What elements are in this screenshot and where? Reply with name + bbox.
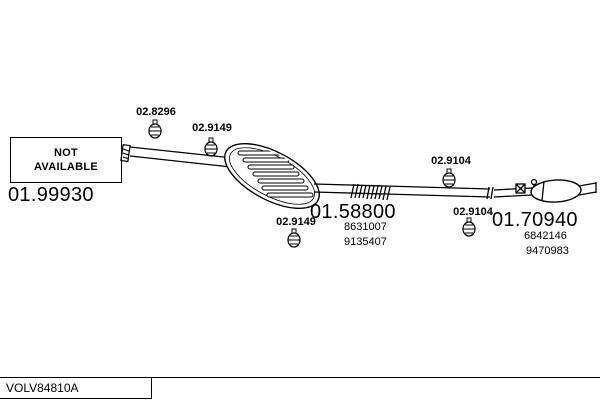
clamp-label-9149-top: 02.9149: [192, 122, 232, 134]
oem-number-middle-muffler-2: 9135407: [344, 236, 387, 248]
intermediate-pipe: [313, 183, 494, 201]
diagram-code-box: VOLV84810A: [0, 377, 152, 399]
middle-muffler-shape: [224, 142, 320, 210]
part-number-rear-muffler: 01.70940: [492, 209, 578, 231]
clamp-label-9149-bottom: 02.9149: [276, 216, 316, 228]
part-number-front-section: 01.99930: [8, 184, 94, 206]
clamp-icon-9149-bottom: [287, 228, 301, 248]
clamp-icon-8296: [148, 119, 162, 139]
clamp-icon-9149-top: [204, 137, 218, 157]
not-available-line2: AVAILABLE: [33, 161, 98, 173]
rear-section: [493, 178, 597, 203]
part-number-middle-muffler: 01.58800: [310, 201, 396, 223]
clamp-icon-9104-lower: [462, 217, 476, 237]
footer-divider: [0, 377, 600, 378]
oem-number-middle-muffler-1: 8631007: [344, 221, 387, 233]
not-available-line1: NOT: [53, 147, 79, 159]
clamp-label-9104-upper: 02.9104: [431, 155, 471, 167]
clamp-label-8296: 02.8296: [136, 106, 176, 118]
oem-number-rear-muffler-2: 9470983: [526, 245, 569, 257]
not-available-box: NOT AVAILABLE: [10, 137, 122, 183]
diagram-code: VOLV84810A: [6, 381, 79, 395]
clamp-icon-9104-upper: [442, 168, 456, 188]
clamp-label-9104-lower: 02.9104: [453, 206, 493, 218]
front-flange-icon: [120, 143, 131, 163]
oem-number-rear-muffler-1: 6842146: [524, 230, 567, 242]
front-pipe: [129, 146, 234, 168]
